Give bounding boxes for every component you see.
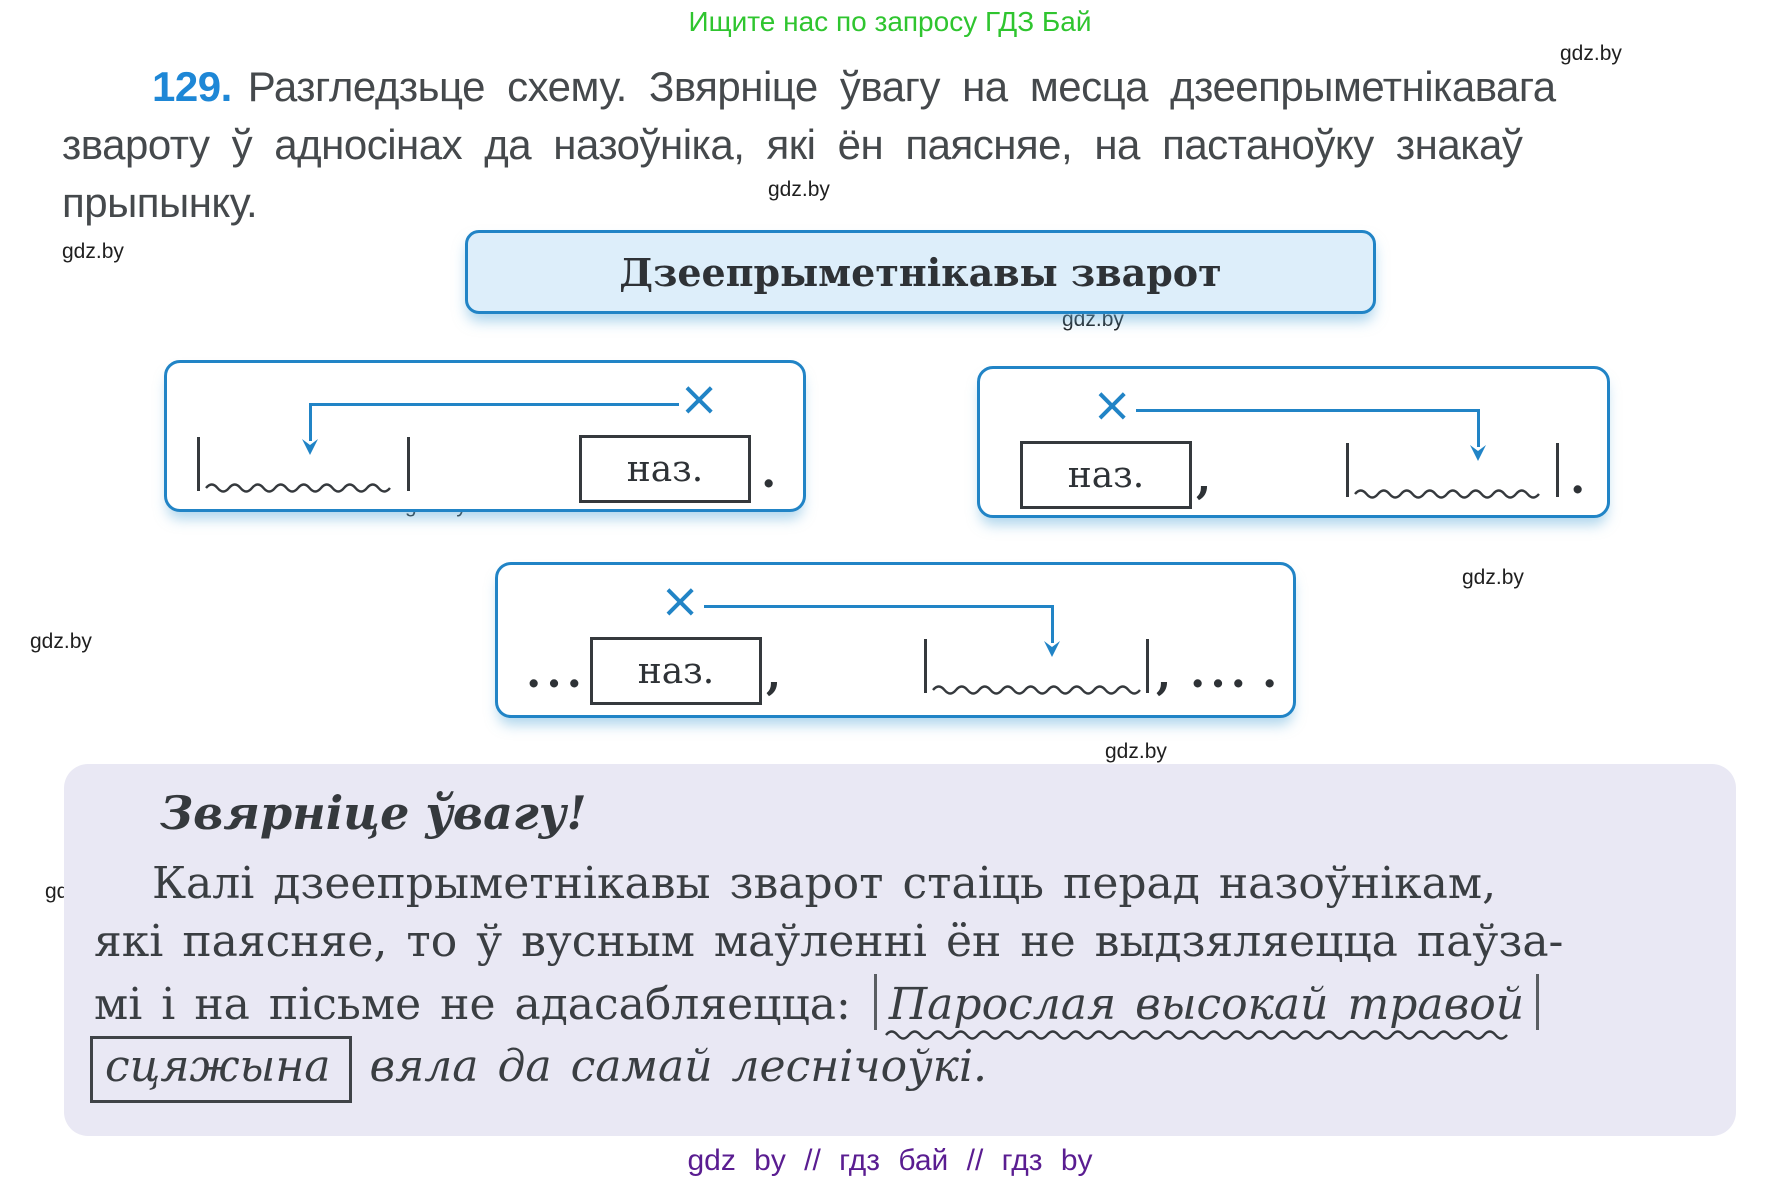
page-footer: gdz by // гдз бай // гдз by [687,1144,1093,1177]
exercise-line-1-text: Разгледзьце схему. Звярніце ўвагу на мес… [247,63,1556,110]
comma-mark: , [1196,453,1217,504]
noun-box: наз. [590,637,762,705]
arrow-line [309,403,312,441]
example-sentence-end: вяла да самай леснічоўкі. [369,1041,988,1092]
wavy-underline [205,483,391,493]
promo-header: Ищите нас по запросу ГДЗ Бай [688,6,1092,37]
exercise-line-2: звароту ў адносінах да назоўніка, які ён… [62,121,1523,168]
example-phrase-text: Парослая высокай травой [888,979,1525,1030]
phrase-boundary-bar [197,437,200,491]
arrow-line [309,403,679,406]
phrase-boundary-bar [1146,639,1149,693]
period-mark: . [1570,453,1591,504]
exercise-number: 129. [152,63,232,110]
phrase-boundary-bar [407,437,410,491]
comma-mark: , [1156,649,1177,700]
phrase-boundary-bar [1346,443,1349,497]
note-box: Звярніце ўвагу! Калі дзеепрыметнікавы зв… [64,764,1736,1136]
watermark-gdzby: gdz.by [768,178,830,201]
cross-icon: × [1092,377,1133,433]
arrowhead-down-icon [1044,641,1060,657]
arrowhead-down-icon [1470,445,1486,461]
note-line-1: Калі дзеепрыметнікавы зварот стаіць пера… [152,858,1497,909]
scheme-box-phrase-after-noun: × наз. , . [977,366,1610,518]
phrase-boundary-bar [1536,974,1540,1030]
period-mark: . [761,447,782,498]
exercise-line-1: 129. Разгледзьце схему. Звярніце ўвагу на… [152,63,1556,110]
noun-label: наз. [1067,454,1145,496]
phrase-boundary-bar [924,639,927,693]
phrase-boundary-bar [1556,443,1559,497]
noun-box: наз. [579,435,751,503]
wavy-underline [884,1030,1508,1040]
watermark-gdzby: gdz.by [1462,566,1524,589]
scheme-box-phrase-mid-sentence: × ... наз. , , ... . [495,562,1296,718]
subject-word-box: сцяжына [90,1036,352,1103]
watermark-gdzby: gdz.by [62,240,124,263]
note-heading: Звярніце ўвагу! [160,786,587,840]
note-line-2: які паясняе, то ў вусным маўленні ён не … [94,916,1564,967]
comma-mark: , [766,649,787,700]
cross-icon: × [679,371,720,427]
watermark-gdzby: gdz.by [30,630,92,653]
note-line-4: сцяжына вяла да самай леснічоўкі. [90,1036,987,1103]
ellipsis-mark: ... [1190,647,1251,698]
note-line-3: мі і на пісьме не адасабляецца: Парослая… [94,974,1543,1040]
scheme-title: Дзеепрыметнікавы зварот [619,249,1222,295]
watermark-gdzby: gdz.by [1560,42,1622,65]
scheme-title-box: Дзеепрыметнікавы зварот [465,230,1376,314]
watermark-gdzby: gdz.by [1105,740,1167,763]
exercise-line-3: прыпынку. [62,179,258,226]
noun-label: наз. [626,448,704,490]
ellipsis-mark: ... [526,647,587,698]
note-line-3-prefix: мі і на пісьме не адасабляецца: [94,979,851,1030]
subject-word: сцяжына [105,1041,331,1092]
noun-box: наз. [1020,441,1192,509]
noun-label: наз. [637,650,715,692]
scheme-box-phrase-before-noun: × наз. . [164,360,806,512]
cross-icon: × [660,573,701,629]
arrow-line [1136,409,1480,412]
example-participial-phrase: Парослая высокай травой [881,979,1532,1040]
arrow-line [704,605,1054,608]
wavy-underline [932,685,1141,695]
arrow-line [1477,409,1480,447]
arrow-line [1051,605,1054,643]
arrowhead-down-icon [302,439,318,455]
phrase-boundary-bar [873,974,877,1030]
period-mark: . [1262,647,1283,698]
wavy-underline [1354,489,1540,499]
